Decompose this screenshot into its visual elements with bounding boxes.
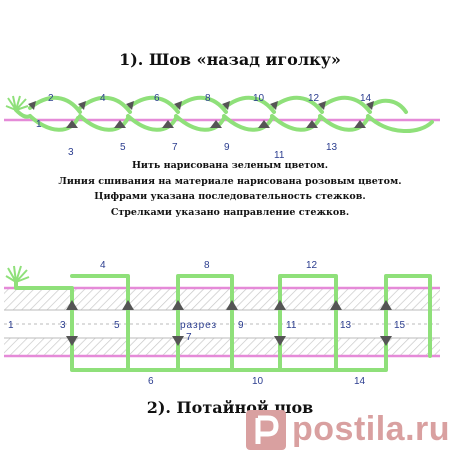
stitch-number: 8 (204, 260, 210, 271)
stitch-number: 11 (274, 150, 285, 161)
stitch-number: 14 (354, 376, 366, 387)
stitch-number: 3 (60, 320, 66, 331)
legend-note: Нить нарисована зеленым цветом. (131, 160, 329, 171)
stitch-numbers-2: 4 8 12 6 10 14 1 3 5 7 9 11 13 15 (8, 260, 406, 387)
stitch-numbers-1: 2 4 6 8 10 12 14 1 3 5 7 9 11 13 (36, 93, 372, 161)
watermark: postila.ru (238, 404, 460, 456)
thread-loops-2 (14, 274, 432, 372)
stitch-number: 4 (100, 93, 106, 104)
watermark-text: postila.ru (292, 410, 451, 448)
stitch-number: 12 (308, 93, 320, 104)
diagram-1-title: 1). Шов «назад иголку» (119, 50, 341, 69)
thread-tuft-icon (5, 265, 30, 283)
watermark-logo-icon (246, 410, 286, 450)
stitch-number: 12 (306, 260, 318, 271)
stitch-number: 15 (394, 320, 406, 331)
thread-tuft-icon (5, 95, 29, 111)
fabric-upper-hatch (4, 288, 440, 310)
stitch-number: 1 (8, 320, 14, 331)
cut-label: разрез (180, 320, 217, 331)
stitch-number: 10 (253, 93, 265, 104)
arrow-markers-1 (28, 101, 374, 128)
stitch-number: 1 (36, 119, 42, 130)
legend-note: Цифрами указана последовательность стежк… (94, 191, 366, 202)
stitch-number: 13 (326, 142, 338, 153)
legend-note: Стрелками указано направление стежков. (110, 206, 350, 218)
stitch-number: 9 (224, 142, 230, 153)
stitch-number: 13 (340, 320, 352, 331)
stitch-number: 2 (48, 93, 54, 104)
stitch-number: 5 (114, 320, 120, 331)
stitch-number: 7 (186, 332, 192, 343)
stitch-number: 14 (360, 93, 372, 104)
stitch-number: 6 (154, 93, 160, 104)
stitch-number: 8 (205, 93, 211, 104)
stitch-number: 10 (252, 376, 264, 387)
stitch-number: 5 (120, 142, 126, 153)
arrow-markers-2 (66, 300, 392, 346)
stitch-number: 4 (100, 260, 106, 271)
legend-note: Линия сшивания на материале нарисована р… (58, 175, 402, 187)
fabric-lower-hatch (4, 338, 440, 356)
thread-loops-1 (14, 95, 434, 134)
stitch-number: 3 (68, 147, 74, 158)
stitch-number: 7 (172, 142, 178, 153)
legend-notes: Нить нарисована зеленым цветом. Линия сш… (0, 158, 460, 220)
stitch-number: 6 (148, 376, 154, 387)
stitch-number: 11 (286, 320, 297, 331)
stitch-number: 9 (238, 320, 244, 331)
